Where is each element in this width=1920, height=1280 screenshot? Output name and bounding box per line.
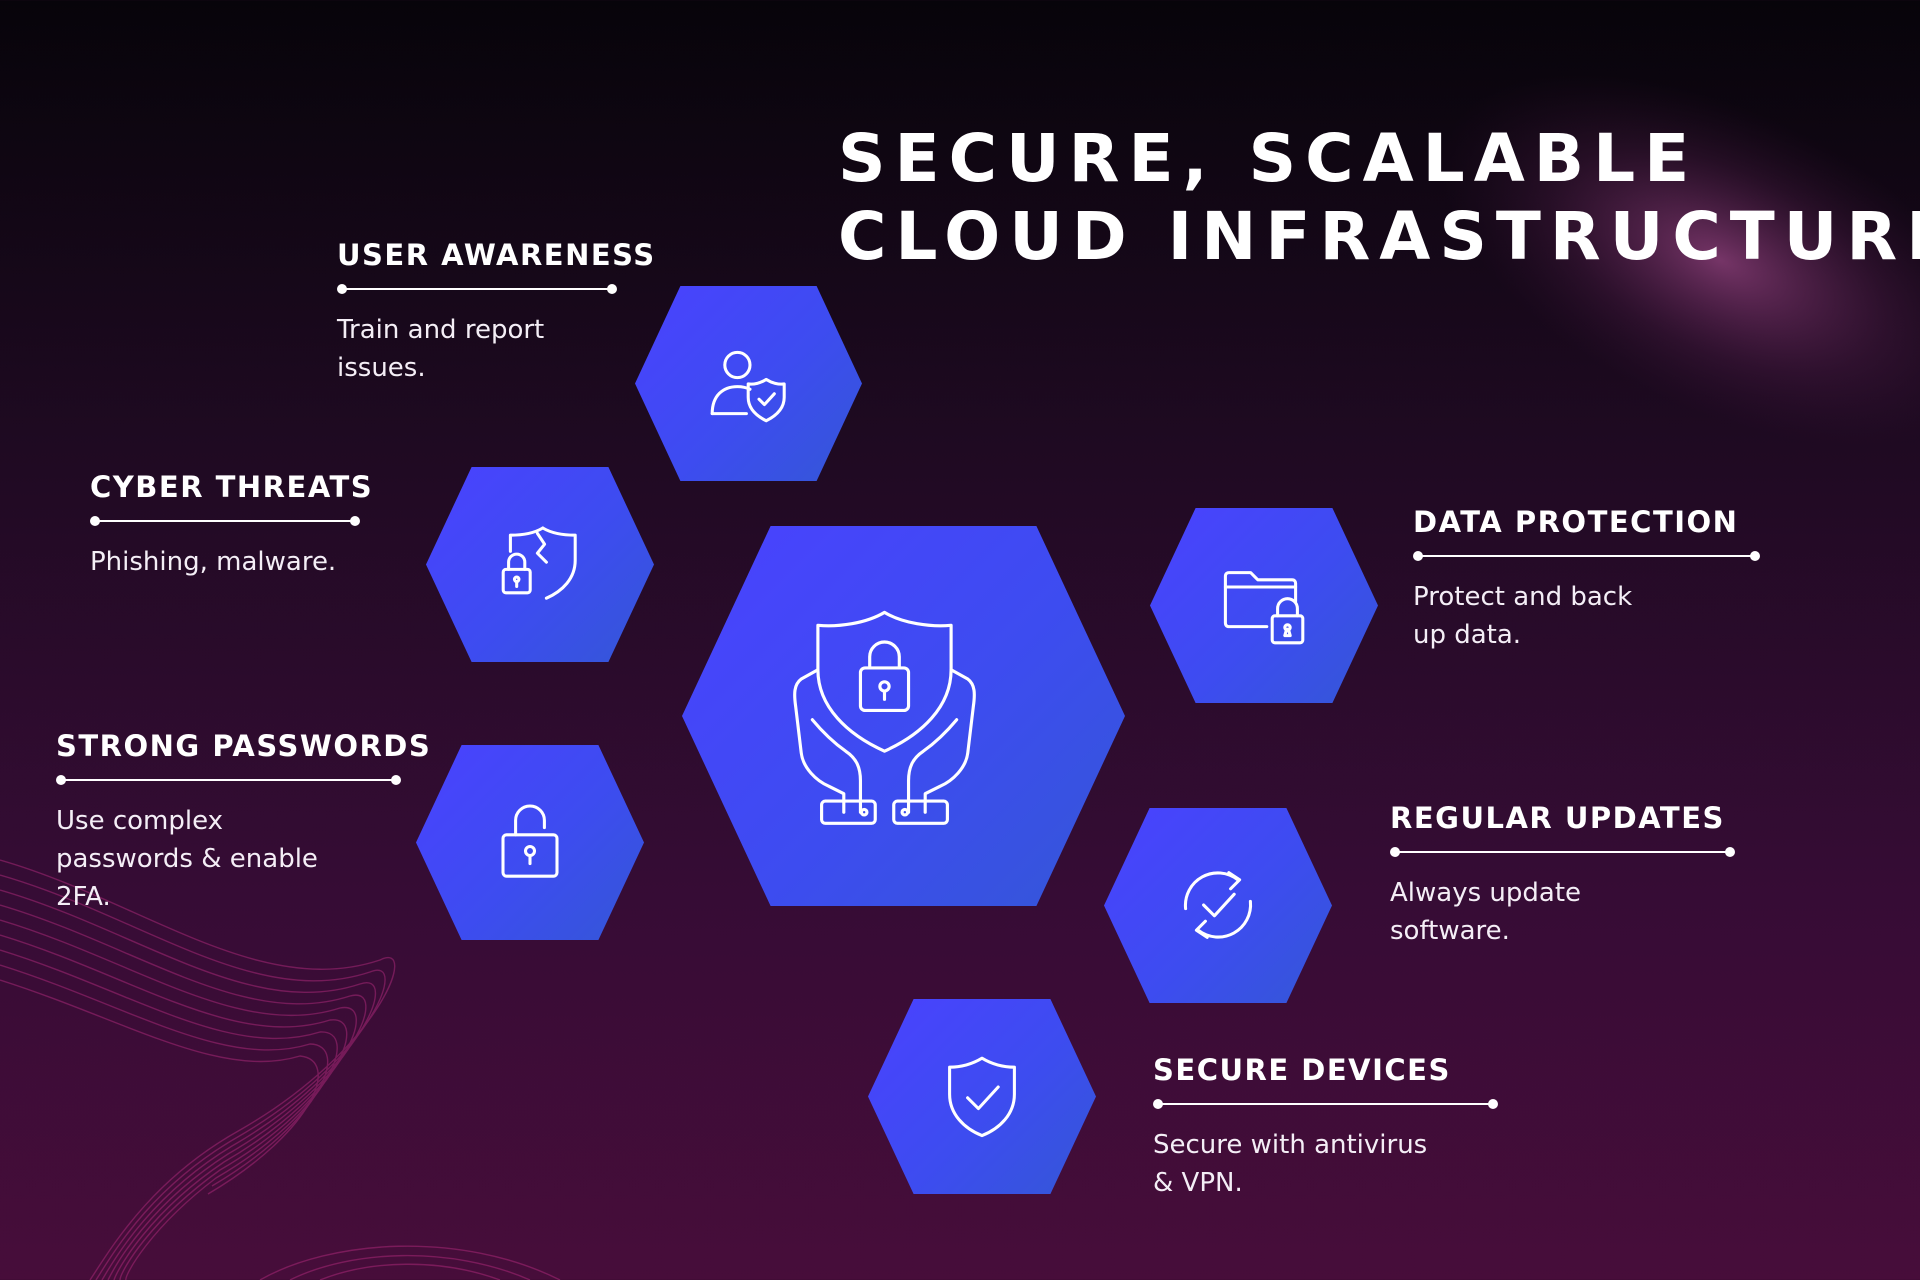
text-secure-devices: Secure with antivirus & VPN. [1153, 1130, 1428, 1198]
hexagon-data-protection [1150, 508, 1378, 703]
heading-secure-devices: SECURE DEVICES [1153, 1053, 1451, 1087]
item-secure-devices: SECURE DEVICES Secure with antivirus & V… [1153, 1053, 1498, 1202]
broken-shield-lock-icon [501, 526, 577, 600]
heading-user-awareness: USER AWARENESS [337, 238, 656, 272]
divider [1390, 846, 1735, 858]
divider [1413, 550, 1760, 562]
title-line-2: Cloud Infrastructure [838, 198, 1920, 275]
text-regular-updates: Always update software. [1390, 878, 1582, 946]
text-user-awareness: Train and report issues. [337, 315, 545, 383]
item-regular-updates: REGULAR UPDATES Always update software. [1390, 801, 1735, 950]
heading-regular-updates: REGULAR UPDATES [1390, 801, 1725, 835]
hands-shield-lock-icon [793, 610, 976, 825]
hexagon-strong-passwords [416, 745, 644, 940]
user-shield-icon [710, 350, 786, 423]
heading-cyber-threats: CYBER THREATS [90, 470, 374, 504]
refresh-check-icon [1183, 871, 1253, 939]
hexagon-cyber-threats [426, 467, 654, 662]
divider [1153, 1098, 1498, 1110]
shield-check-icon [948, 1056, 1016, 1138]
heading-strong-passwords: STRONG PASSWORDS [56, 729, 432, 763]
text-cyber-threats: Phishing, malware. [90, 547, 337, 577]
hexagon-secure-devices [868, 999, 1096, 1194]
divider [90, 515, 360, 527]
folder-lock-icon [1223, 571, 1305, 645]
padlock-icon [501, 804, 559, 878]
divider [337, 283, 617, 295]
title-line-1: Secure, Scalable [838, 120, 1699, 197]
item-strong-passwords: STRONG PASSWORDS Use complex passwords &… [56, 729, 432, 916]
item-user-awareness: USER AWARENESS Train and report issues. [337, 238, 656, 387]
item-data-protection: DATA PROTECTION Protect and back up data… [1413, 505, 1760, 654]
page-title: Secure, Scalable Cloud Infrastructure [838, 120, 1920, 276]
text-strong-passwords: Use complex passwords & enable 2FA. [56, 806, 318, 912]
hexagon-regular-updates [1104, 808, 1332, 1003]
hexagon-user-awareness [635, 286, 862, 481]
divider [56, 774, 401, 786]
text-data-protection: Protect and back up data. [1413, 582, 1633, 650]
heading-data-protection: DATA PROTECTION [1413, 505, 1739, 539]
item-cyber-threats: CYBER THREATS Phishing, malware. [90, 470, 374, 581]
center-hexagon [682, 526, 1125, 906]
